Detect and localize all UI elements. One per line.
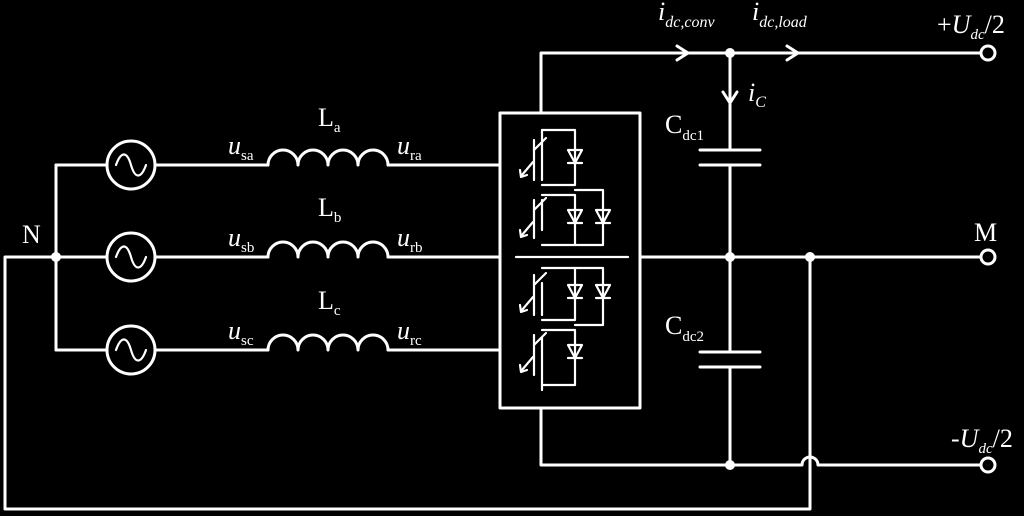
ac-source-a <box>105 139 157 191</box>
converter-box <box>498 111 642 410</box>
neutral-return-wire <box>3 255 812 511</box>
label-i-dc-load: idc,load <box>752 0 808 31</box>
label-u-rc: urc <box>397 316 422 349</box>
label-midpoint: M <box>974 218 997 247</box>
inductor-a <box>266 148 390 167</box>
dc-side <box>539 44 997 477</box>
terminal-positive <box>979 44 997 62</box>
dc-positive-rail <box>539 51 982 115</box>
inductor-c <box>266 333 390 352</box>
label-i-dc-conv: idc,conv <box>658 0 715 31</box>
label-dc-positive: +Udc/2 <box>937 10 1005 43</box>
label-inductor-a: La <box>318 103 341 136</box>
terminal-midpoint <box>979 248 997 266</box>
label-i-c: iC <box>748 78 766 111</box>
label-inductor-c: Lc <box>318 286 341 319</box>
label-u-sc: usc <box>228 316 254 349</box>
label-u-rb: urb <box>397 223 423 256</box>
labels: N M La Lb Lc usa usb usc ura urb urc <box>22 0 1013 457</box>
label-cap-bottom: Cdc2 <box>665 311 704 345</box>
label-cap-top: Cdc1 <box>665 110 704 144</box>
ac-source-side <box>3 139 812 511</box>
terminal-negative <box>979 456 997 474</box>
dc-negative-rail <box>539 406 982 467</box>
label-u-ra: ura <box>397 131 422 164</box>
label-u-sa: usa <box>228 131 254 164</box>
label-inductor-b: Lb <box>318 193 341 226</box>
junction-dot-bottom <box>725 460 735 470</box>
arrow-i-dc-load <box>785 44 800 62</box>
inductor-b <box>266 240 390 259</box>
label-neutral: N <box>22 220 41 249</box>
label-dc-negative: -Udc/2 <box>951 424 1013 457</box>
junction-dot-top <box>725 48 735 58</box>
junction-dot-mid <box>725 252 735 262</box>
ac-source-c <box>105 324 157 376</box>
arrow-i-c <box>721 90 739 105</box>
label-u-sb: usb <box>228 223 254 256</box>
arrow-i-dc-conv <box>675 44 690 62</box>
converter-block <box>498 111 642 410</box>
ac-source-b <box>105 231 157 283</box>
